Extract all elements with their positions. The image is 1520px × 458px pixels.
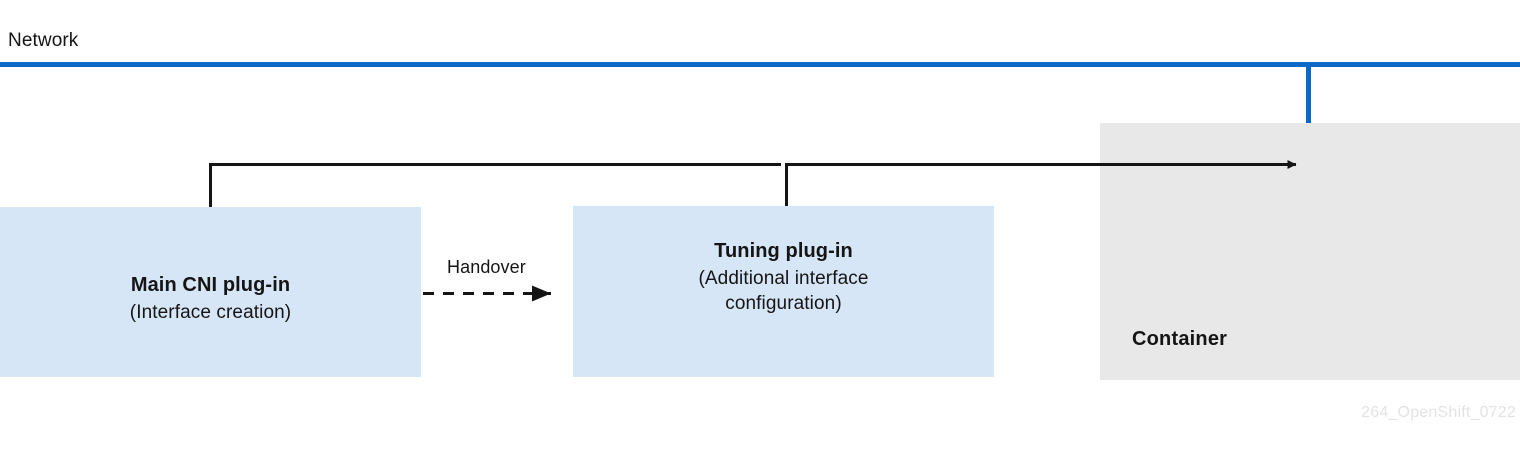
network-line (0, 62, 1520, 67)
tuning-plugin-box: Tuning plug-in (Additional interface con… (573, 206, 994, 377)
network-label: Network (8, 30, 79, 51)
main-cni-plugin-title: Main CNI plug-in (130, 273, 291, 296)
main-cni-plugin-subtitle: (Interface creation) (129, 301, 292, 323)
tuning-plugin-subtitle-line2: configuration) (725, 292, 842, 314)
tuning-plugin-title: Tuning plug-in (714, 239, 853, 262)
main-cni-plugin-box: Main CNI plug-in (Interface creation) (0, 207, 421, 377)
main-cni-to-namespace-edge (209, 163, 781, 207)
tuning-plugin-subtitle-line1: (Additional interface (698, 267, 869, 289)
handover-label: Handover (447, 257, 526, 277)
container-label: Container (1132, 328, 1228, 350)
watermark-label: 264_OpenShift_0722 (1361, 404, 1516, 421)
